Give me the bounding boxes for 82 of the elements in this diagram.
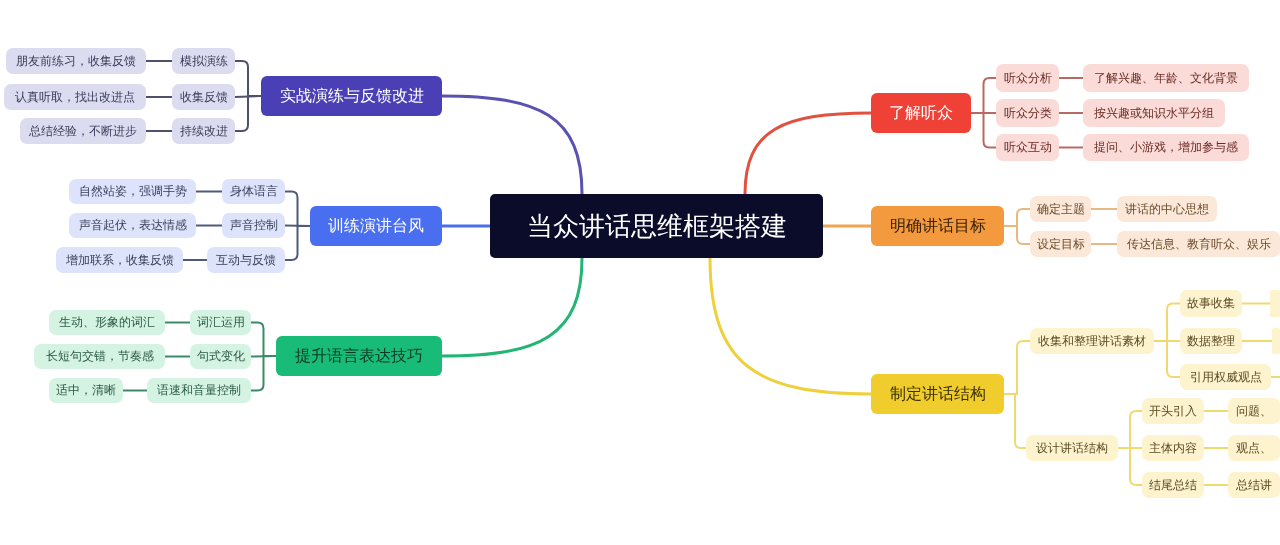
connector-line	[441, 94, 584, 195]
subtopic-box: 词汇运用	[190, 310, 251, 335]
detail-box: 朋友前练习，收集反馈	[6, 48, 146, 74]
detail-box: 总结讲	[1228, 472, 1280, 498]
subtopic-box: 模拟演练	[172, 48, 235, 74]
connector-line	[1058, 112, 1084, 114]
connector-line	[1203, 484, 1229, 486]
connector-line	[823, 224, 871, 228]
detail-box: 总结经验，不断进步	[20, 118, 146, 144]
subtopic-box: 主体内容	[1142, 435, 1204, 461]
connector-line	[1117, 447, 1143, 486]
connector-line	[1003, 225, 1031, 245]
connector-line	[195, 224, 223, 227]
detail-box: 长短句交错，节奏感	[34, 344, 165, 369]
connector-line	[145, 60, 173, 62]
central-topic-box: 当众讲话思维框架搭建	[490, 194, 823, 258]
detail-box	[1270, 290, 1280, 317]
connector-line	[164, 321, 191, 324]
connector-line	[1270, 376, 1280, 378]
connector-line	[250, 355, 277, 392]
subtopic-box: 开头引入	[1142, 398, 1204, 424]
subtopic-box: 持续改进	[172, 118, 235, 144]
connector-line	[164, 355, 191, 358]
connector-line	[234, 95, 262, 132]
main-topic-box: 了解听众	[871, 93, 971, 133]
connector-line	[1203, 447, 1229, 449]
subtopic-box: 确定主题	[1030, 196, 1091, 222]
subtopic-box: 故事收集	[1180, 290, 1242, 317]
connector-line	[1003, 393, 1027, 449]
connector-line	[743, 111, 872, 195]
connector-line	[1203, 410, 1229, 412]
detail-box: 生动、形象的词汇	[49, 310, 165, 335]
connector-line	[195, 190, 223, 193]
connector-line	[182, 259, 208, 261]
detail-box: 按兴趣或知识水平分组	[1083, 99, 1225, 127]
subtopic-box: 数据整理	[1180, 328, 1242, 354]
main-topic-box: 制定讲话结构	[871, 374, 1004, 414]
main-topic-box: 训练演讲台风	[310, 206, 442, 246]
subtopic-box: 身体语言	[222, 179, 285, 204]
connector-line	[970, 112, 997, 149]
detail-box: 适中，清晰	[49, 378, 123, 403]
main-topic-box: 明确讲话目标	[871, 206, 1004, 246]
subtopic-box: 听众分析	[996, 64, 1059, 92]
connector-line	[1241, 340, 1273, 342]
detail-box: 问题、	[1228, 398, 1280, 424]
subtopic-box: 设定目标	[1030, 231, 1091, 257]
connector-line	[145, 130, 173, 132]
detail-box: 自然站姿，强调手势	[69, 179, 196, 204]
connector-line	[122, 389, 148, 392]
detail-box: 声音起伏，表达情感	[69, 213, 196, 238]
detail-box: 提问、小游戏，增加参与感	[1083, 134, 1249, 161]
connector-line	[708, 257, 872, 396]
detail-box: 了解兴趣、年龄、文化背景	[1083, 64, 1249, 92]
subtopic-box: 声音控制	[222, 213, 285, 238]
connector-line	[1241, 302, 1271, 305]
subtopic-box: 设计讲话结构	[1026, 435, 1118, 461]
detail-box: 观点、	[1228, 435, 1280, 461]
connector-line	[145, 96, 173, 98]
subtopic-box: 句式变化	[190, 344, 251, 369]
connector-line	[442, 224, 490, 228]
subtopic-box: 收集和整理讲话素材	[1030, 328, 1154, 354]
connector-line	[1153, 340, 1181, 378]
connector-line	[284, 225, 311, 261]
subtopic-box: 听众分类	[996, 99, 1059, 127]
connector-line	[1090, 208, 1118, 210]
detail-box: 传达信息、教育听众、娱乐	[1117, 231, 1280, 257]
detail-box	[1272, 328, 1280, 354]
subtopic-box: 互动与反馈	[207, 247, 285, 273]
main-topic-box: 实战演练与反馈改进	[261, 76, 442, 116]
subtopic-box: 听众互动	[996, 134, 1059, 161]
detail-box: 讲话的中心思想	[1117, 196, 1217, 222]
subtopic-box: 结尾总结	[1142, 472, 1204, 498]
subtopic-box: 引用权威观点	[1180, 364, 1271, 390]
connector-line	[441, 257, 584, 358]
connector-line	[1090, 243, 1118, 245]
connector-line	[1058, 77, 1084, 79]
main-topic-box: 提升语言表达技巧	[276, 336, 442, 376]
detail-box: 增加联系，收集反馈	[56, 247, 183, 273]
subtopic-box: 语速和音量控制	[147, 378, 251, 403]
connector-line	[1058, 146, 1084, 149]
subtopic-box: 收集反馈	[172, 84, 235, 110]
detail-box: 认真听取，找出改进点	[4, 84, 146, 110]
